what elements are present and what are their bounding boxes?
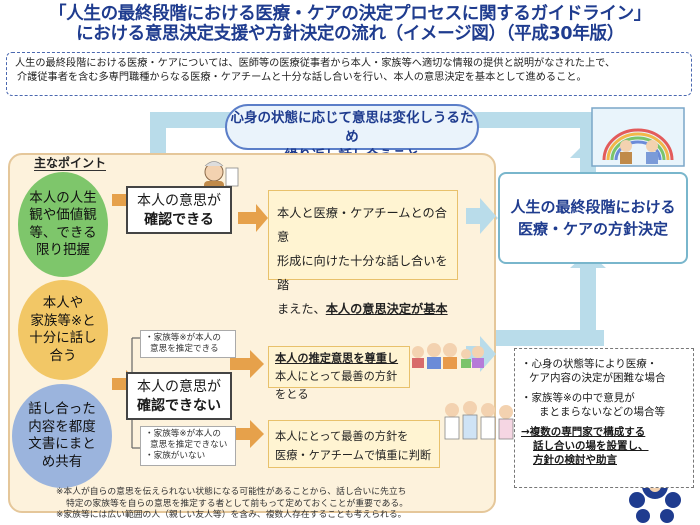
point-circle-discuss: 本人や 家族等※と 十分に話し 合う <box>18 280 108 380</box>
arrow-yes-to-text <box>238 204 268 232</box>
intent-not-confirmable-box: 本人の意思が 確認できない <box>126 372 232 420</box>
page-title: 「人生の最終段階における医療・ケアの決定プロセスに関するガイドライン」 における… <box>6 4 694 44</box>
footnotes: ※本人が自らの意思を伝えられない状態になる可能性があることから、話し合いに先立ち… <box>56 487 496 522</box>
bubble-line-1: 心身の状態に応じて意思は変化しうるため <box>230 110 474 145</box>
title-line-1: 「人生の最終段階における医療・ケアの決定プロセスに関するガイドライン」 <box>49 4 651 24</box>
family-group-icon <box>412 343 484 369</box>
self-decision-box: 本人と医療・ケアチームとの合意 形成に向けた十分な話し合いを踏 まえた、本人の意… <box>268 190 458 316</box>
policy-decision-line-2: 医療・ケアの方針決定 <box>517 220 668 238</box>
policy-decision-box: 人生の最終段階における 医療・ケアの方針決定 <box>498 172 688 264</box>
repeat-discussion-bubble: 心身の状態に応じて意思は変化しうるため 繰り返し話し合うこと <box>225 104 479 164</box>
family-can-presume-line-2: 意思を推定できる <box>150 344 219 354</box>
presumed-intent-line-2: 本人にとって最善の方針をとる <box>275 370 398 401</box>
self-decision-line-3: まえた、本人の意思決定が基本 <box>277 302 448 316</box>
family-cannot-presume-line-3: ・家族がいない <box>145 451 206 461</box>
title-line-2: における意思決定支援や方針決定の流れ（イメージ図）（平成30年版） <box>76 24 624 44</box>
footnote-line-1: ※本人が自らの意思を伝えられない状態になる可能性があることから、話し合いに先立ち <box>56 487 407 497</box>
arrow-presumable-to-text <box>230 350 264 378</box>
intro-line-2: 介護従事者を含む多専門職種からなる医療・ケアチームと十分な話し合いを行い、本人の… <box>17 72 587 83</box>
self-decision-line-2: 形成に向けた十分な話し合いを踏 <box>277 254 448 292</box>
family-cannot-presume-line-1: ・家族等※が本人の <box>145 429 221 439</box>
intent-confirmable-box: 本人の意思が 確認できる <box>126 186 232 234</box>
policy-decision-line-1: 人生の最終段階における <box>510 198 676 216</box>
team-judgement-line-1: 本人にとって最善の方針を <box>275 430 409 443</box>
care-team-icon <box>444 401 514 440</box>
note-item-3b: 話し合いの場を設置し、 <box>533 440 649 452</box>
intent-confirmable-line-1: 本人の意思が <box>137 193 221 209</box>
difficult-cases-note: ・心身の状態等により医療・ ケア内容の決定が困難な場合 ・家族等※の中で意見が … <box>514 348 694 488</box>
note-item-2a: ・家族等※の中で意見が <box>521 392 635 404</box>
note-item-3a: →複数の専門家で構成する <box>521 426 646 438</box>
family-cannot-presume-box: ・家族等※が本人の 意思を推定できない ・家族がいない <box>140 426 236 466</box>
loop-arrow-down <box>140 112 176 178</box>
team-judgement-line-2: 医療・ケアチームで慎重に判断 <box>275 449 432 462</box>
main-points-label: 主なポイント <box>34 156 107 171</box>
arrow-top-to-result <box>466 198 496 234</box>
team-judgement-box: 本人にとって最善の方針を 医療・ケアチームで慎重に判断 <box>268 420 440 468</box>
intent-not-confirmable-line-2: 確認できない <box>137 398 221 414</box>
intent-not-confirmable-line-1: 本人の意思が <box>137 379 221 395</box>
footnote-line-3: ※家族等には広い範囲の人（親しい友人等）を含み、複数人存在することも考えられる。 <box>56 510 407 520</box>
family-cannot-presume-line-2: 意思を推定できない <box>150 440 228 450</box>
note-item-1a: ・心身の状態等により医療・ <box>521 358 658 370</box>
family-can-presume-box: ・家族等※が本人の 意思を推定できる <box>140 330 236 358</box>
intro-line-1: 人生の最終段階における医療・ケアについては、医師等の医療従事者から本人・家族等へ… <box>15 58 616 69</box>
note-item-2b: まとまらないなどの場合等 <box>539 406 665 418</box>
note-item-1b: ケア内容の決定が困難な場合 <box>529 372 666 384</box>
family-can-presume-line-1: ・家族等※が本人の <box>145 333 221 343</box>
arrow-not-presumable-to-text <box>230 420 264 448</box>
presumed-intent-line-1: 本人の推定意思を尊重し <box>275 352 399 365</box>
intro-box: 人生の最終段階における医療・ケアについては、医師等の医療従事者から本人・家族等へ… <box>6 52 692 96</box>
presumed-intent-box: 本人の推定意思を尊重し 本人にとって最善の方針をとる <box>268 346 410 401</box>
self-decision-line-1: 本人と医療・ケアチームとの合意 <box>277 206 447 244</box>
point-circle-document: 話し合った 内容を都度 文書にまと め共有 <box>12 384 112 488</box>
rainbow-window-icon <box>591 107 685 167</box>
self-decision-emphasis: 本人の意思決定が基本 <box>325 302 448 316</box>
point-circle-values: 本人の人生 観や価値観 等、できる 限り把握 <box>18 172 108 277</box>
intent-confirmable-line-2: 確認できる <box>144 212 214 228</box>
note-item-3c: 方針の検討や助言 <box>533 454 617 466</box>
footnote-line-2: 特定の家族等を自らの意思を推定する者として前もって定めておくことが重要である。 <box>66 498 409 509</box>
